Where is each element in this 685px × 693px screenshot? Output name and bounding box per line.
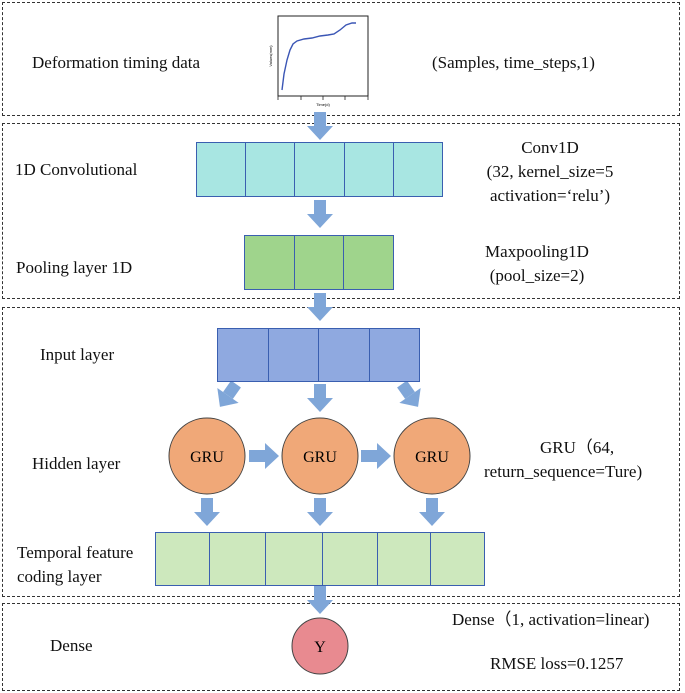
temporal-cell bbox=[266, 532, 323, 586]
pool-cell bbox=[294, 235, 345, 290]
input-cell bbox=[369, 328, 420, 382]
temporal-label-line-1: Temporal feature bbox=[17, 543, 134, 562]
output-y-node bbox=[291, 617, 349, 675]
conv-desc-line-1: Conv1D bbox=[521, 138, 579, 157]
mini-chart-frame bbox=[277, 15, 369, 97]
dense-section bbox=[2, 603, 680, 691]
dense-label: Dense bbox=[50, 636, 93, 655]
convolution-section bbox=[2, 123, 680, 299]
mini-chart-x-label: Time(d) bbox=[316, 102, 330, 107]
temporal-cell bbox=[323, 532, 378, 586]
conv-desc-line-2: (32, kernel_size=5 bbox=[486, 162, 614, 181]
rmse-loss: RMSE loss=0.1257 bbox=[490, 654, 624, 673]
temporal-cell bbox=[378, 532, 431, 586]
gru-desc-line-1: GRU（64, bbox=[540, 438, 615, 457]
conv-cell bbox=[246, 142, 296, 197]
pooling-block bbox=[244, 235, 395, 290]
gru-node-1 bbox=[168, 417, 246, 495]
arrow-gru-1-to-2 bbox=[249, 443, 279, 469]
conv-desc-line-3: activation=‘relu’) bbox=[489, 186, 611, 205]
conv-cell bbox=[344, 142, 394, 197]
pool-desc-line-2: (pool_size=2) bbox=[489, 266, 585, 285]
temporal-label-line-2: coding layer bbox=[17, 567, 102, 586]
gru-desc-line-2: return_sequence=Ture) bbox=[484, 462, 643, 481]
deformation-mini-chart: Values(mm) Time(d) bbox=[268, 15, 369, 107]
gru-node-2 bbox=[281, 417, 359, 495]
gru-section bbox=[2, 307, 680, 597]
temporal-cell bbox=[210, 532, 266, 586]
gru-node-2-label: GRU bbox=[303, 449, 337, 466]
input-layer-block bbox=[217, 328, 420, 382]
deformation-data-label: Deformation timing data bbox=[32, 53, 201, 72]
output-y-label: Y bbox=[314, 639, 326, 656]
conv-block bbox=[196, 142, 444, 197]
input-cell bbox=[268, 328, 319, 382]
mini-chart-y-label: Values(mm) bbox=[268, 45, 273, 67]
pooling-layer-label: Pooling layer 1D bbox=[16, 258, 133, 277]
input-data-section bbox=[2, 2, 680, 116]
gru-node-3 bbox=[393, 417, 471, 495]
pool-cell bbox=[244, 235, 295, 290]
temporal-cell bbox=[155, 532, 210, 586]
dense-desc: Dense（1, activation=linear) bbox=[452, 610, 650, 629]
temporal-feature-block bbox=[155, 532, 485, 586]
conv-cell bbox=[393, 142, 444, 197]
mini-chart-series bbox=[281, 22, 356, 91]
input-layer-label: Input layer bbox=[40, 345, 115, 364]
gru-node-3-label: GRU bbox=[415, 449, 449, 466]
pool-cell bbox=[344, 235, 395, 290]
conv-cell bbox=[196, 142, 247, 197]
input-cell bbox=[319, 328, 370, 382]
conv-cell bbox=[295, 142, 345, 197]
conv-layer-label: 1D Convolutional bbox=[15, 160, 138, 179]
input-shape-label: (Samples, time_steps,1) bbox=[432, 53, 595, 72]
hidden-layer-label: Hidden layer bbox=[32, 454, 121, 473]
gru-node-1-label: GRU bbox=[190, 449, 224, 466]
input-cell bbox=[217, 328, 269, 382]
temporal-cell bbox=[431, 532, 485, 586]
pool-desc-line-1: Maxpooling1D bbox=[485, 242, 589, 261]
arrow-gru-2-to-3 bbox=[361, 443, 391, 469]
